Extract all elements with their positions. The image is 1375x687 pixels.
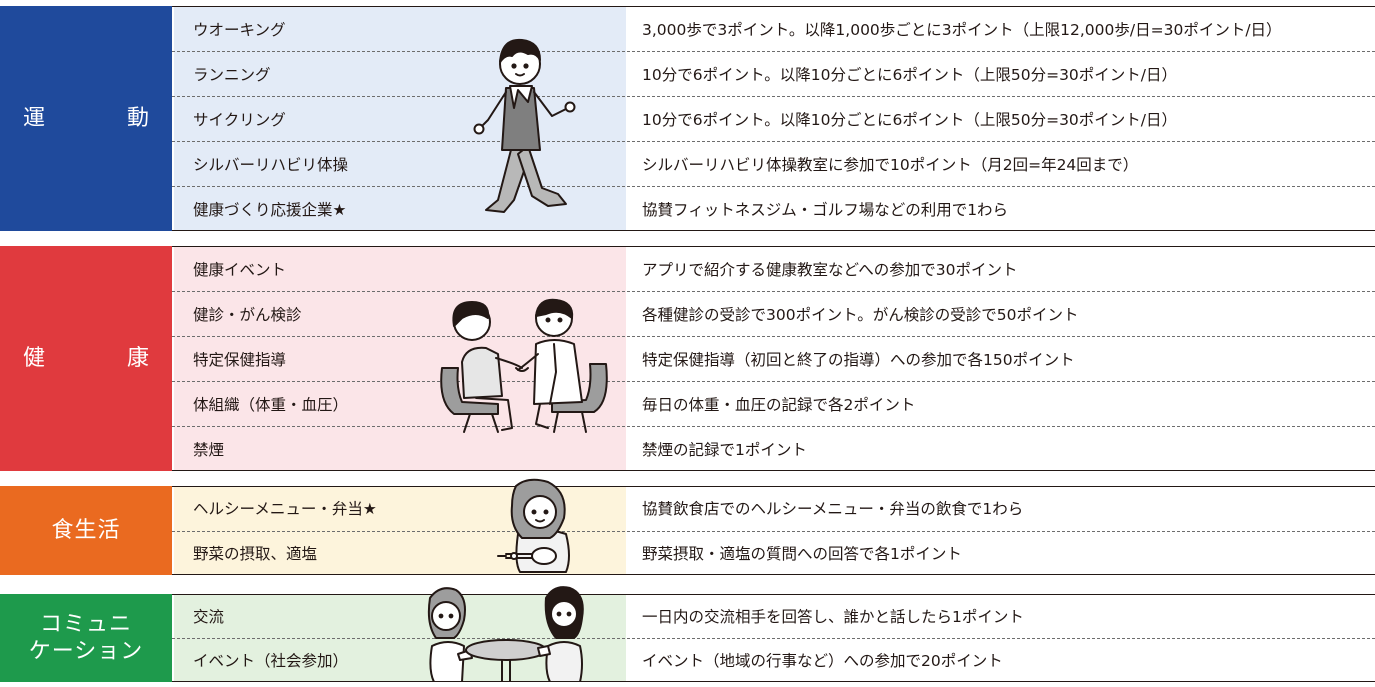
table-row: ウオーキング 3,000歩で3ポイント。以降1,000歩ごとに3ポイント（上限12… [172, 6, 1375, 51]
item-name: シルバーリハビリ体操 [193, 155, 349, 174]
item-name: 健診・がん検診 [193, 305, 302, 324]
item-name: ランニング [193, 65, 271, 84]
item-description: 10分で6ポイント。以降10分ごとに6ポイント（上限50分=30ポイント/日） [642, 110, 1178, 129]
table-row: ヘルシーメニュー・弁当★ 協賛飲食店でのヘルシーメニュー・弁当の飲食で1わら [172, 486, 1375, 531]
section-diet: 食生活 ヘルシーメニュー・弁当★ 協賛飲食店でのヘルシーメニュー・弁当の飲食で1わ… [0, 478, 1375, 576]
table-row: 特定保健指導 特定保健指導（初回と終了の指導）への参加で各150ポイント [172, 336, 1375, 381]
category-label-diet: 食生活 [0, 486, 172, 575]
item-name: 禁煙 [193, 440, 225, 459]
table-row: イベント（社会参加） イベント（地域の行事など）への参加で20ポイント [172, 638, 1375, 682]
item-name: イベント（社会参加） [193, 652, 349, 670]
item-description: 野菜摂取・適塩の質問への回答で各1ポイント [642, 544, 962, 563]
item-description: 協賛フィットネスジム・ゴルフ場などの利用で1わら [642, 200, 1009, 219]
item-description: 特定保健指導（初回と終了の指導）への参加で各150ポイント [642, 350, 1075, 369]
section-exercise: 運 動 ウオーキング 3,000歩で3ポイント。以降1,000歩ごとに3ポイント（… [0, 6, 1375, 231]
table-row: 健康づくり応援企業★ 協賛フィットネスジム・ゴルフ場などの利用で1わら [172, 186, 1375, 231]
table-row: ランニング 10分で6ポイント。以降10分ごとに6ポイント（上限50分=30ポイン… [172, 51, 1375, 96]
table-row: 交流 一日内の交流相手を回答し、誰かと話したら1ポイント [172, 594, 1375, 638]
table-row: 健診・がん検診 各種健診の受診で300ポイント。がん検診の受診で50ポイント [172, 291, 1375, 336]
section-health: 健 康 健康イベント アプリで紹介する健康教室などへの参加で30ポイント 健診・が… [0, 246, 1375, 471]
item-name: 野菜の摂取、適塩 [193, 544, 318, 563]
table-row: 野菜の摂取、適塩 野菜摂取・適塩の質問への回答で各1ポイント [172, 530, 1375, 576]
category-text: 健 康 [22, 345, 179, 371]
item-description: アプリで紹介する健康教室などへの参加で30ポイント [642, 260, 1018, 279]
item-name: ウオーキング [193, 20, 286, 39]
table-row: サイクリング 10分で6ポイント。以降10分ごとに6ポイント（上限50分=30ポイ… [172, 96, 1375, 141]
table-row: 健康イベント アプリで紹介する健康教室などへの参加で30ポイント [172, 246, 1375, 291]
item-name: 体組織（体重・血圧） [193, 395, 349, 414]
category-text: 食生活 [51, 517, 121, 543]
category-label-health: 健 康 [0, 246, 172, 471]
item-description: 10分で6ポイント。以降10分ごとに6ポイント（上限50分=30ポイント/日） [642, 65, 1178, 84]
item-description: 各種健診の受診で300ポイント。がん検診の受診で50ポイント [642, 305, 1079, 324]
item-name: 健康イベント [193, 260, 287, 279]
section-communication: コミュニ ケーション 交流 一日内の交流相手を回答し、誰かと話したら1ポイント イ… [0, 586, 1375, 682]
two-women-talking-illustration [427, 586, 584, 682]
item-name: ヘルシーメニュー・弁当★ [193, 500, 377, 519]
item-description: 一日内の交流相手を回答し、誰かと話したら1ポイント [642, 608, 1024, 626]
item-description: 3,000歩で3ポイント。以降1,000歩ごとに3ポイント（上限12,000歩/… [642, 20, 1282, 39]
item-description: 毎日の体重・血圧の記録で各2ポイント [642, 395, 916, 414]
walking-man-illustration [473, 38, 576, 213]
category-text: コミュニ ケーション [28, 611, 144, 665]
category-text: 運 動 [22, 105, 179, 131]
table-row: 体組織（体重・血圧） 毎日の体重・血圧の記録で各2ポイント [172, 381, 1375, 426]
table-row: シルバーリハビリ体操 シルバーリハビリ体操教室に参加で10ポイント（月2回=年24… [172, 141, 1375, 186]
category-label-communication: コミュニ ケーション [0, 594, 172, 682]
table-row: 禁煙 禁煙の記録で1ポイント [172, 426, 1375, 471]
item-name: 健康づくり応援企業★ [193, 200, 347, 219]
item-name: 交流 [193, 608, 225, 626]
doctor-patient-illustration [440, 298, 608, 433]
item-name: サイクリング [193, 110, 286, 129]
eating-woman-illustration [497, 478, 570, 573]
item-description: 協賛飲食店でのヘルシーメニュー・弁当の飲食で1わら [642, 500, 1024, 519]
item-name: 特定保健指導 [193, 350, 287, 369]
item-description: イベント（地域の行事など）への参加で20ポイント [642, 652, 1003, 670]
category-label-exercise: 運 動 [0, 6, 172, 231]
item-description: 禁煙の記録で1ポイント [642, 440, 807, 459]
item-description: シルバーリハビリ体操教室に参加で10ポイント（月2回=年24回まで） [642, 155, 1139, 174]
